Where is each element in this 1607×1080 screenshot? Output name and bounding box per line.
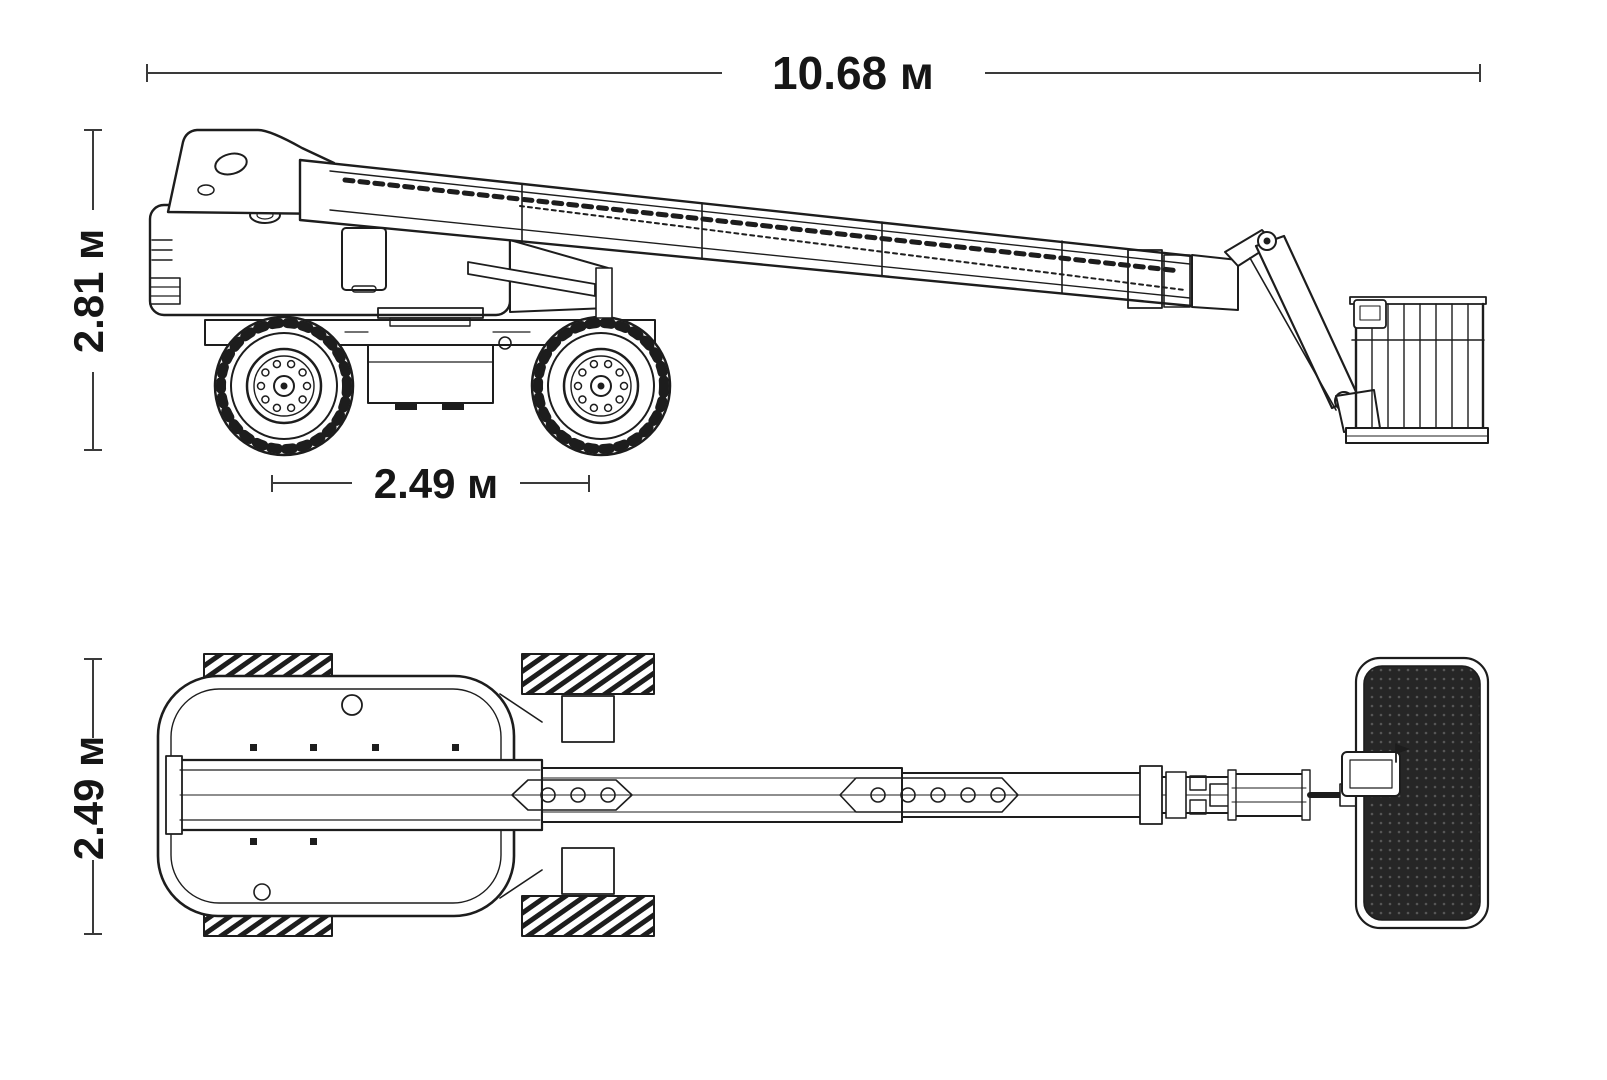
dim-overall-height: 2.81 м	[65, 129, 112, 451]
boom-side	[166, 128, 1239, 311]
jib-top	[1139, 765, 1365, 825]
dim-overall-width: 2.49 м	[65, 658, 112, 935]
basket-top	[1341, 656, 1490, 930]
boom-top	[165, 755, 1365, 835]
overall-height-label: 2.81 м	[65, 229, 112, 353]
wheel-bottom-right	[521, 895, 655, 937]
basket-side	[1345, 296, 1489, 444]
jib-side	[1224, 229, 1381, 433]
side-view-drawing	[148, 128, 1489, 455]
rear-wheel-side	[215, 317, 353, 455]
wheelbase-label: 2.49 м	[374, 460, 498, 507]
overall-length-label: 10.68 м	[772, 47, 934, 99]
top-view-drawing	[156, 653, 1490, 937]
wheel-top-right	[521, 653, 655, 695]
front-wheel-side	[532, 317, 670, 455]
dim-overall-length: 10.68 м	[146, 47, 1481, 99]
dim-wheelbase: 2.49 м	[271, 460, 590, 507]
overall-width-label: 2.49 м	[65, 736, 112, 860]
